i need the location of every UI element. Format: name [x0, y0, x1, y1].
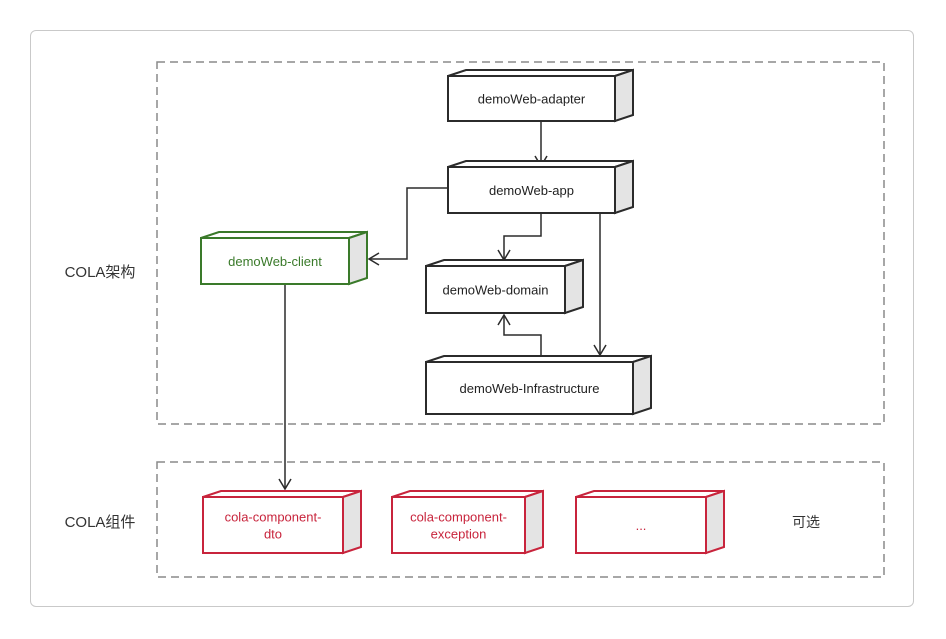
node-more: ... [575, 489, 725, 555]
node-front-face [425, 265, 566, 314]
node-side-face [524, 489, 544, 555]
node-label: dto [264, 527, 282, 542]
node-domain: demoWeb-domain [425, 258, 584, 315]
node-side-face [614, 68, 634, 123]
edge-app-domain [497, 213, 542, 262]
node-side-face [705, 489, 725, 555]
node-side-face [632, 354, 652, 416]
node-exception: cola-component-exception [391, 489, 544, 555]
node-side-face [342, 489, 362, 555]
node-label: cola-component- [225, 510, 322, 525]
node-label: cola-component- [410, 510, 507, 525]
node-side-face [614, 159, 634, 215]
node-label: demoWeb-adapter [478, 92, 586, 107]
node-dto: cola-component-dto [202, 489, 362, 555]
node-client: demoWeb-client [200, 230, 368, 286]
architecture-group-label: COLA架构 [65, 264, 136, 281]
node-app: demoWeb-app [447, 159, 634, 215]
node-label: demoWeb-domain [443, 283, 549, 298]
node-front-face [447, 166, 616, 214]
node-infra: demoWeb-Infrastructure [425, 354, 652, 416]
diagram-card [30, 30, 914, 607]
node-label: demoWeb-Infrastructure [460, 381, 600, 396]
node-label: ... [636, 518, 647, 533]
components-group [156, 461, 885, 578]
node-front-face [447, 75, 616, 122]
node-adapter: demoWeb-adapter [447, 68, 634, 123]
node-front-face [200, 237, 350, 285]
node-label: demoWeb-app [489, 183, 574, 198]
node-front-face [425, 361, 634, 415]
architecture-group [156, 61, 885, 425]
node-side-face [564, 258, 584, 315]
node-label: exception [431, 527, 487, 542]
edge-infra-domain [497, 313, 542, 356]
node-front-face [202, 496, 344, 554]
node-front-face [391, 496, 526, 554]
node-side-face [348, 230, 368, 286]
node-front-face [575, 496, 707, 554]
edge-app-client [367, 187, 448, 266]
optional-note: 可选 [792, 514, 820, 530]
node-label: demoWeb-client [228, 254, 322, 269]
components-group-label: COLA组件 [65, 514, 136, 531]
